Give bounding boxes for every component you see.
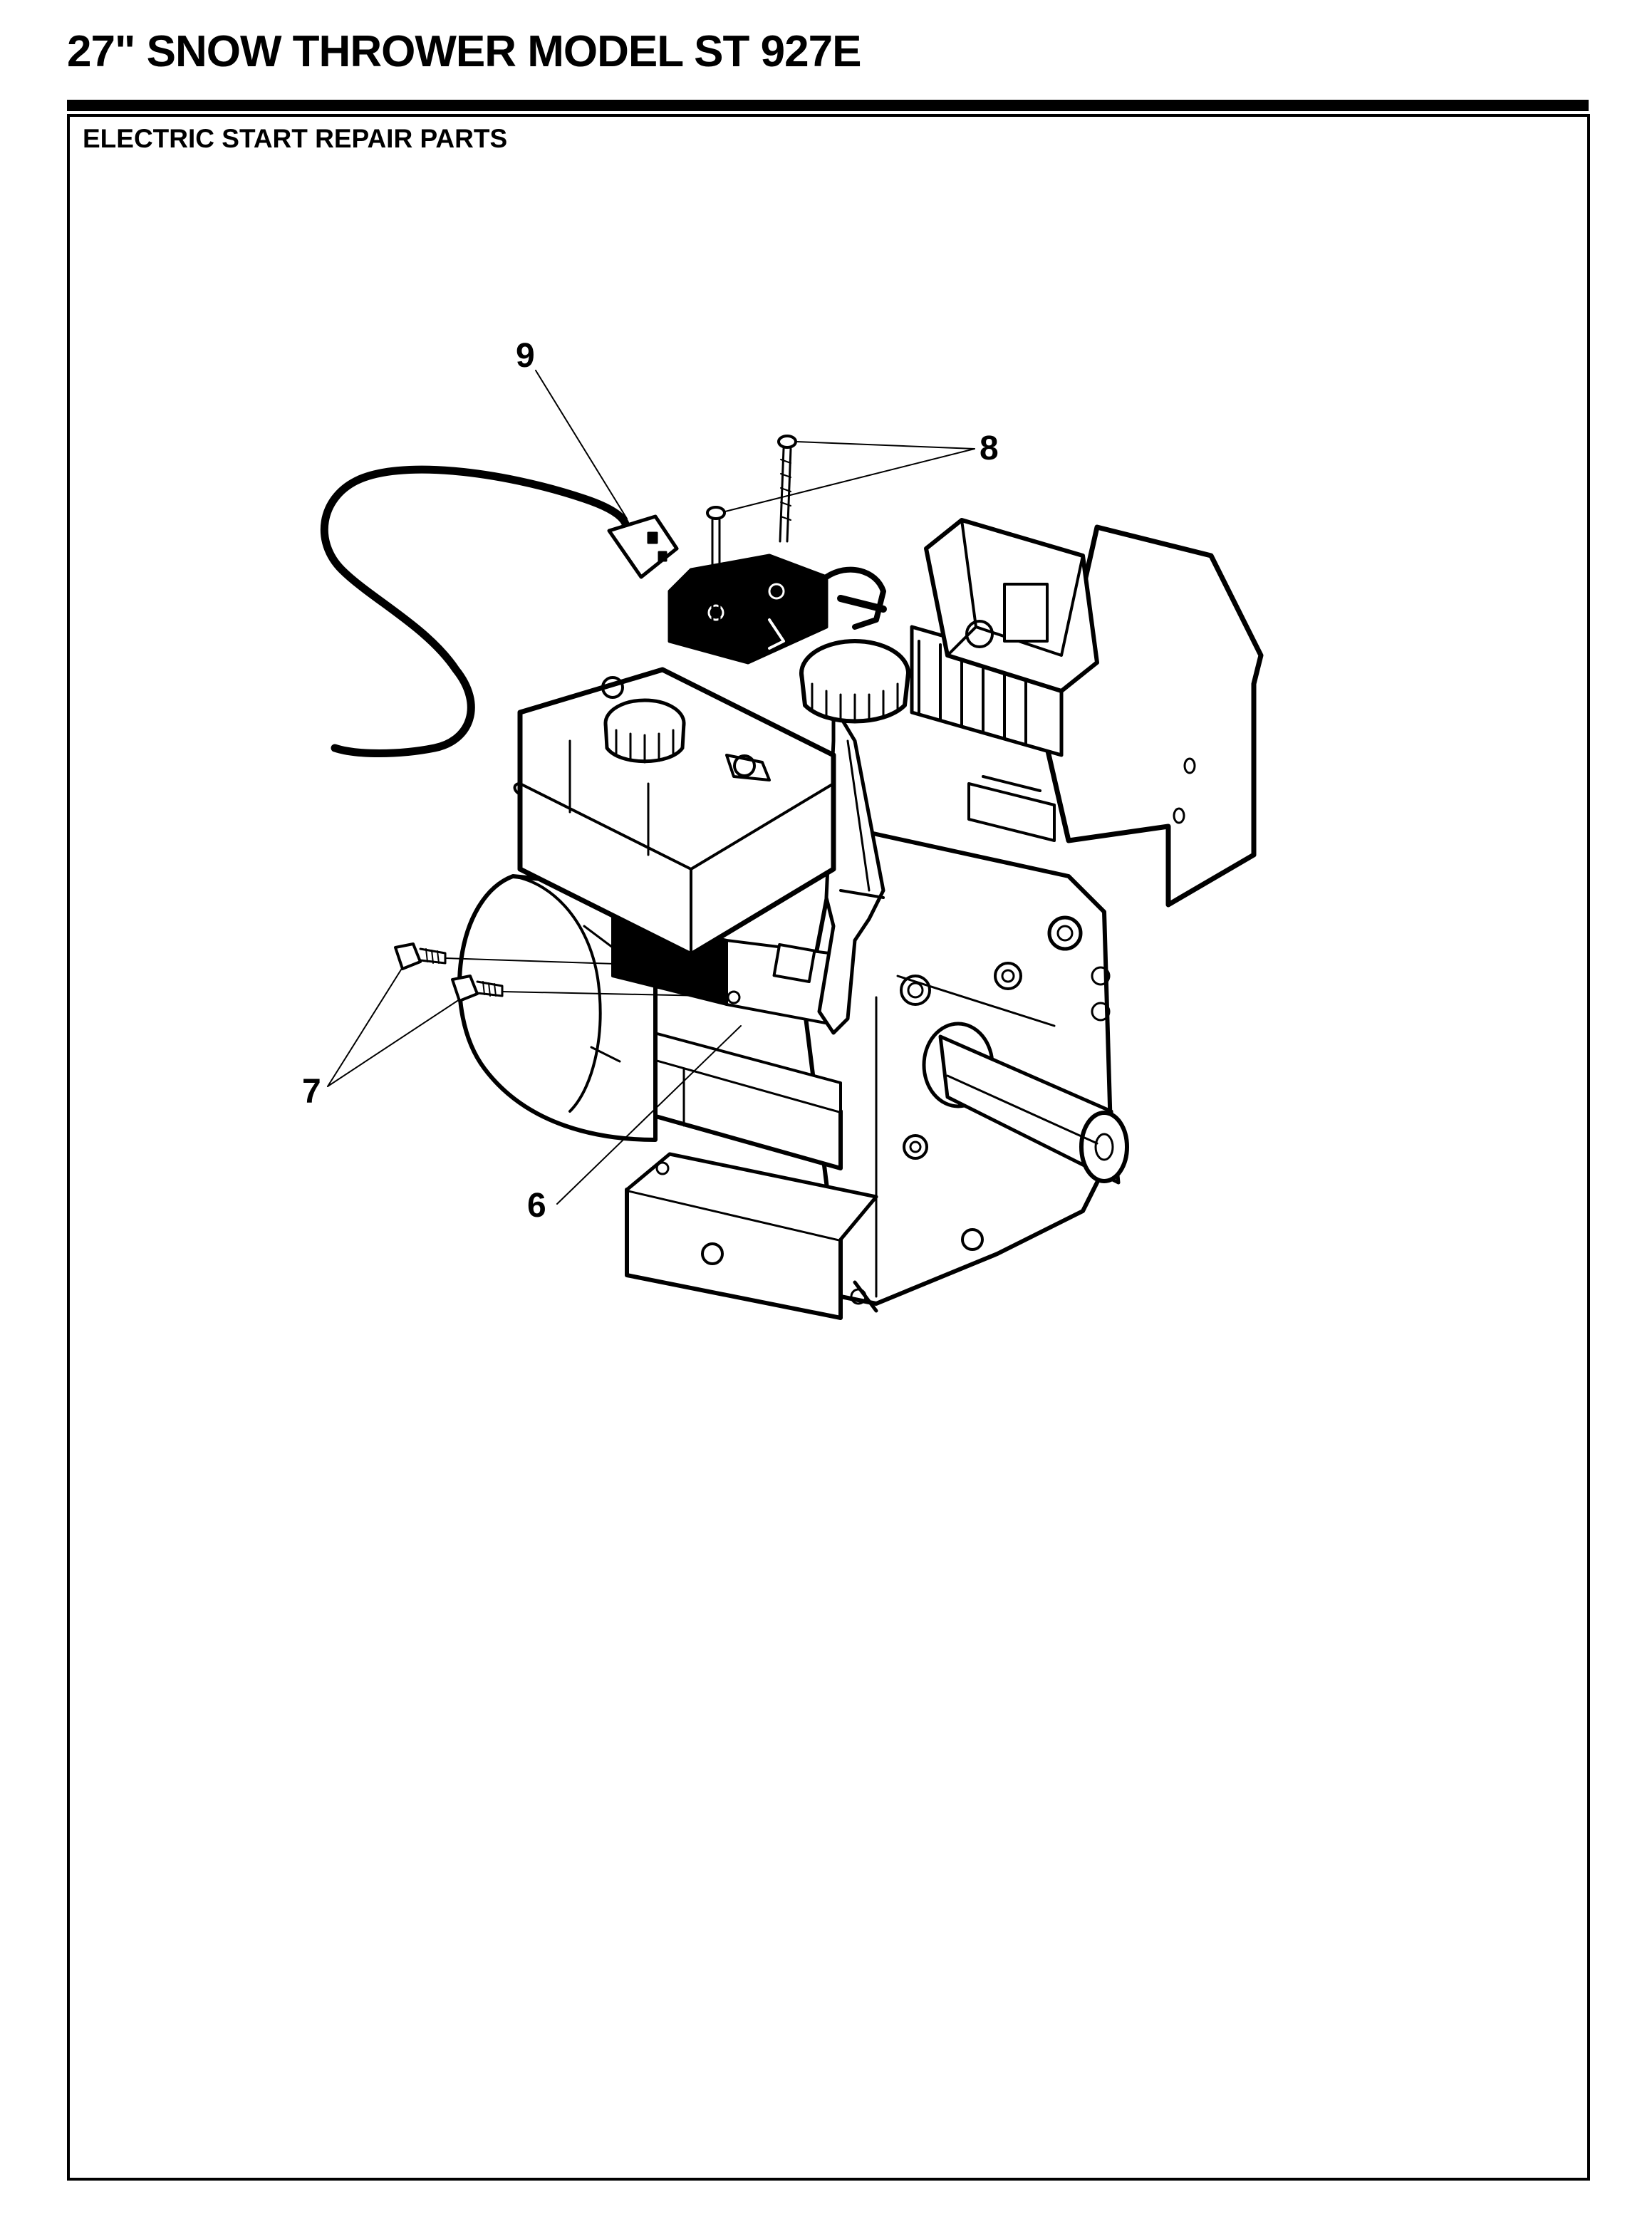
electric-starter <box>611 910 842 1027</box>
section-title: ELECTRIC START REPAIR PARTS <box>83 124 508 153</box>
callout-9: 9 <box>516 337 535 375</box>
power-cord <box>320 465 630 757</box>
callout-8: 8 <box>980 430 999 467</box>
page-title: 27" SNOW THROWER MODEL ST 927E <box>67 27 861 76</box>
fuel-tank <box>513 667 836 957</box>
starter-switch-box <box>667 554 828 665</box>
oil-fill-cap <box>799 639 910 724</box>
diagram-frame <box>67 114 1590 2181</box>
cord-plug <box>607 514 679 579</box>
mounting-bracket <box>1044 524 1264 908</box>
spark-plug-boot <box>824 566 887 630</box>
callout-7: 7 <box>302 1073 321 1111</box>
starter-housing <box>457 874 658 1142</box>
title-rule <box>67 100 1589 111</box>
base-plate <box>625 1152 878 1320</box>
fuel-cap <box>603 698 686 764</box>
leader-lines <box>327 370 975 1205</box>
callout-6: 6 <box>527 1187 546 1225</box>
switch-box-bolts <box>706 435 797 628</box>
muffler <box>924 518 1099 693</box>
output-shaft <box>922 1022 1129 1185</box>
